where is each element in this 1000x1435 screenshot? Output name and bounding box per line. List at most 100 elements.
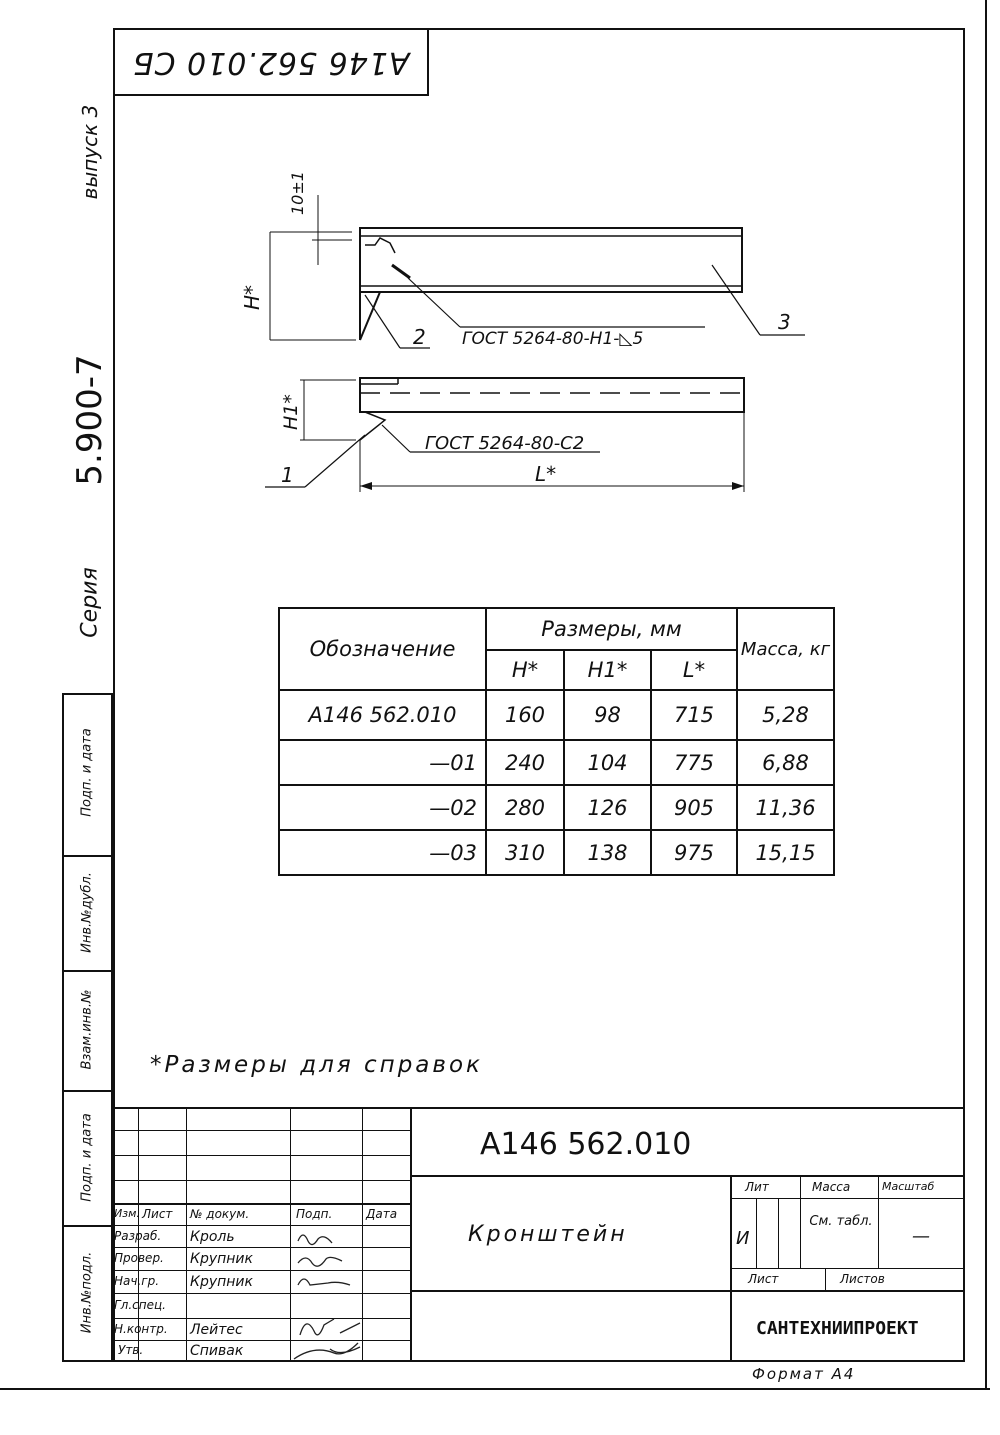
weld-note-1: ГОСТ 5264-80-Н1-◺5 bbox=[462, 329, 644, 349]
sheet-edge bbox=[0, 1388, 990, 1390]
row-h: 240 bbox=[485, 739, 565, 786]
tb-hline bbox=[730, 1290, 965, 1292]
position-3: 3 bbox=[778, 310, 791, 334]
stamp-divider bbox=[62, 1090, 113, 1092]
sheets-label: Листов bbox=[840, 1272, 885, 1286]
header-l: L* bbox=[650, 649, 738, 691]
mass-label: Масса bbox=[812, 1180, 851, 1194]
tb-vline bbox=[186, 1107, 187, 1362]
format-label: Формат А4 bbox=[752, 1365, 856, 1383]
tb-hline bbox=[113, 1247, 410, 1248]
sign-date-label-1: Подп. и дата bbox=[79, 728, 95, 817]
dim-h-label: H* bbox=[240, 284, 264, 310]
tb-vline bbox=[825, 1268, 826, 1290]
role-name: Лейтес bbox=[190, 1322, 243, 1338]
tb-hline bbox=[113, 1293, 410, 1294]
tb-hline bbox=[730, 1268, 965, 1269]
row-h1: 126 bbox=[563, 784, 652, 831]
variants-table: Обозначение Размеры, мм Масса, кг H* H1*… bbox=[278, 607, 835, 876]
tb-vline bbox=[778, 1198, 779, 1268]
row-h: 160 bbox=[485, 689, 565, 741]
tb-vline bbox=[800, 1175, 801, 1268]
role-label: Нач.гр. bbox=[114, 1274, 160, 1288]
row-l: 905 bbox=[650, 784, 738, 831]
right-sheet-edge bbox=[985, 0, 987, 1390]
lit-label: Лит bbox=[745, 1180, 769, 1194]
part-name: Кронштейн bbox=[468, 1222, 628, 1247]
tb-hline bbox=[113, 1270, 410, 1271]
drawing-frame bbox=[113, 28, 965, 1362]
left-stamp-column bbox=[62, 693, 113, 1362]
row-mass: 15,15 bbox=[736, 829, 835, 876]
tb-vline bbox=[410, 1107, 412, 1362]
tb-hline bbox=[113, 1130, 410, 1131]
header-h1: H1* bbox=[563, 649, 652, 691]
tb-vline bbox=[362, 1107, 363, 1362]
position-2: 2 bbox=[413, 325, 426, 349]
table-row: —03 310 138 975 15,15 bbox=[278, 829, 835, 876]
organization: САНТЕХНИИПРОЕКТ bbox=[756, 1318, 919, 1339]
table-row: —01 240 104 775 6,88 bbox=[278, 739, 835, 786]
stamp-divider bbox=[62, 1225, 113, 1227]
header-sizes: Размеры, мм bbox=[485, 607, 738, 651]
role-label: Разраб. bbox=[114, 1229, 162, 1243]
signatures bbox=[293, 1234, 361, 1360]
row-h1: 138 bbox=[563, 829, 652, 876]
row-mass: 5,28 bbox=[736, 689, 835, 741]
row-h: 280 bbox=[485, 784, 565, 831]
mass-value: См. табл. bbox=[809, 1214, 873, 1229]
header-h: H* bbox=[485, 649, 565, 691]
stamp-divider bbox=[62, 855, 113, 857]
tb-hline bbox=[113, 1340, 410, 1341]
row-h1: 98 bbox=[563, 689, 652, 741]
role-name: Крупник bbox=[190, 1251, 253, 1267]
weld-note-2: ГОСТ 5264-80-С2 bbox=[425, 433, 585, 454]
tb-hline bbox=[730, 1198, 965, 1199]
row-designation: —02 bbox=[278, 784, 487, 831]
role-label: Гл.спец. bbox=[114, 1298, 166, 1312]
tb-hline bbox=[410, 1290, 730, 1292]
role-label: Утв. bbox=[118, 1343, 144, 1357]
dim-l-label: L* bbox=[535, 462, 557, 486]
sign-date-label-2: Подп. и дата bbox=[79, 1113, 95, 1202]
tb-hline bbox=[113, 1155, 410, 1156]
tb-hline bbox=[113, 1180, 410, 1181]
tb-hline bbox=[410, 1175, 965, 1177]
series-label: Серия bbox=[77, 567, 103, 638]
dim-h1-label: H1* bbox=[280, 394, 302, 430]
title-block bbox=[113, 1107, 965, 1364]
inv-dup-label: Инв.№дубл. bbox=[79, 872, 95, 953]
role-label: Провер. bbox=[114, 1251, 164, 1265]
role-name: Крупник bbox=[190, 1274, 253, 1290]
bracket-drawing bbox=[265, 195, 805, 492]
lit-value: И bbox=[736, 1228, 750, 1249]
role-label: Н.контр. bbox=[114, 1322, 168, 1336]
row-l: 975 bbox=[650, 829, 738, 876]
hdr-date: Дата bbox=[366, 1207, 398, 1221]
sheet-label: Лист bbox=[748, 1272, 779, 1286]
scale-label: Масштаб bbox=[882, 1180, 935, 1193]
tb-vline bbox=[756, 1198, 757, 1268]
tb-hline bbox=[113, 1225, 410, 1226]
header-designation: Обозначение bbox=[278, 607, 487, 691]
hdr-list: Лист bbox=[142, 1207, 173, 1221]
tb-hline bbox=[113, 1203, 410, 1205]
bracket-bottom-view bbox=[359, 377, 745, 413]
row-designation: A146 562.010 bbox=[278, 689, 487, 741]
hdr-izm: Изм. bbox=[114, 1207, 140, 1220]
row-l: 775 bbox=[650, 739, 738, 786]
hdr-sign: Подп. bbox=[296, 1207, 333, 1221]
row-designation: —03 bbox=[278, 829, 487, 876]
tb-hline bbox=[113, 1318, 410, 1319]
inv-orig-label: Инв.№подл. bbox=[79, 1251, 95, 1334]
role-name: Спивак bbox=[190, 1343, 244, 1359]
bracket-top-view bbox=[359, 227, 743, 293]
role-name: Кроль bbox=[190, 1229, 235, 1245]
row-l: 715 bbox=[650, 689, 738, 741]
tb-vline bbox=[290, 1107, 291, 1362]
header-mass: Масса, кг bbox=[736, 607, 835, 691]
hdr-doc: № докум. bbox=[190, 1207, 250, 1221]
scale-value: — bbox=[912, 1226, 930, 1247]
reference-note: *Размеры для справок bbox=[150, 1052, 483, 1078]
row-h: 310 bbox=[485, 829, 565, 876]
